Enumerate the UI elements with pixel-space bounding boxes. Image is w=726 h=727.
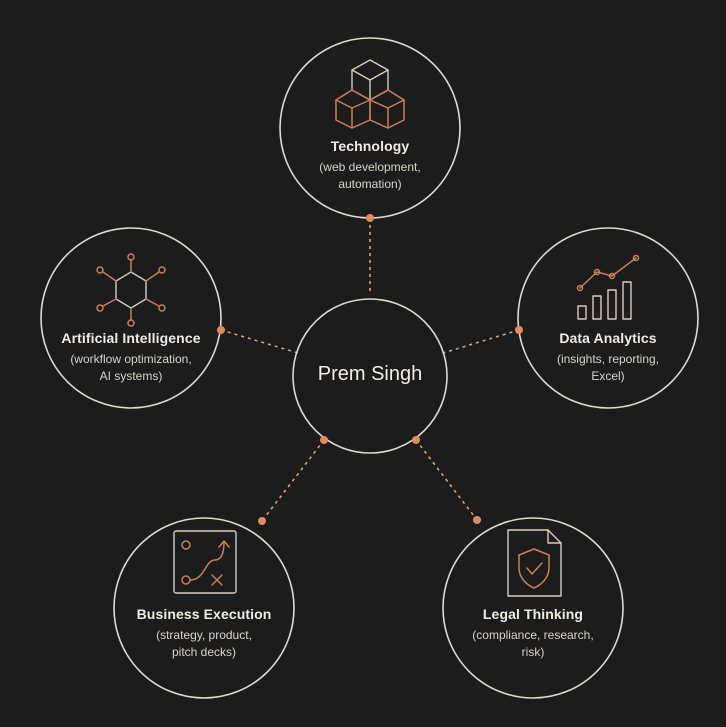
legal-node: Legal Thinking (compliance, research, ri… bbox=[453, 606, 613, 661]
technology-desc-line: (web development, bbox=[319, 160, 421, 174]
connector-business bbox=[261, 439, 325, 522]
technology-title: Technology bbox=[330, 138, 410, 154]
data-desc-line: Excel) bbox=[591, 369, 625, 383]
business-desc-line: (strategy, product, bbox=[156, 628, 252, 642]
legal-circle bbox=[442, 517, 624, 699]
data-title: Data Analytics bbox=[559, 330, 657, 346]
business-circle bbox=[113, 517, 295, 699]
legal-desc-line: (compliance, research, bbox=[472, 628, 594, 642]
ai-circle bbox=[40, 227, 222, 409]
connector-data bbox=[442, 329, 520, 354]
connector-legal bbox=[415, 439, 478, 521]
shield-document-icon bbox=[507, 529, 562, 597]
ai-node: Artificial Intelligence (workflow optimi… bbox=[46, 330, 216, 385]
connector-dot bbox=[515, 326, 523, 334]
connector-dot bbox=[217, 326, 225, 334]
center-circle bbox=[292, 298, 448, 454]
strategy-path-icon bbox=[173, 530, 237, 594]
connector-dot bbox=[473, 516, 481, 524]
legal-title: Legal Thinking bbox=[482, 606, 584, 622]
technology-node: Technology (web development, automation) bbox=[290, 138, 450, 193]
bar-chart-trend-icon bbox=[576, 254, 640, 320]
data-desc-line: (insights, reporting, bbox=[556, 352, 660, 366]
hexagon-network-icon bbox=[96, 253, 166, 327]
ai-title: Artificial Intelligence bbox=[61, 330, 201, 346]
business-desc-line: pitch decks) bbox=[171, 645, 237, 659]
ai-desc-line: AI systems) bbox=[99, 369, 163, 383]
connector-ai bbox=[220, 329, 299, 354]
business-desc: (strategy, product, pitch decks) bbox=[124, 627, 284, 661]
ai-desc-line: (workflow optimization, bbox=[70, 352, 192, 366]
technology-desc: (web development, automation) bbox=[290, 159, 450, 193]
connector-dot bbox=[366, 214, 374, 222]
connector-dot bbox=[412, 436, 420, 444]
data-circle bbox=[517, 227, 699, 409]
connector-dot bbox=[320, 436, 328, 444]
technology-desc-line: automation) bbox=[338, 177, 402, 191]
business-title: Business Execution bbox=[136, 606, 272, 622]
data-desc: (insights, reporting, Excel) bbox=[528, 351, 688, 385]
center-name: Prem Singh bbox=[317, 363, 423, 385]
ai-desc: (workflow optimization, AI systems) bbox=[46, 351, 216, 385]
data-node: Data Analytics (insights, reporting, Exc… bbox=[528, 330, 688, 385]
legal-desc: (compliance, research, risk) bbox=[453, 627, 613, 661]
connector-dot bbox=[258, 517, 266, 525]
business-node: Business Execution (strategy, product, p… bbox=[124, 606, 284, 661]
legal-desc-line: risk) bbox=[521, 645, 545, 659]
cubes-icon bbox=[335, 59, 405, 129]
